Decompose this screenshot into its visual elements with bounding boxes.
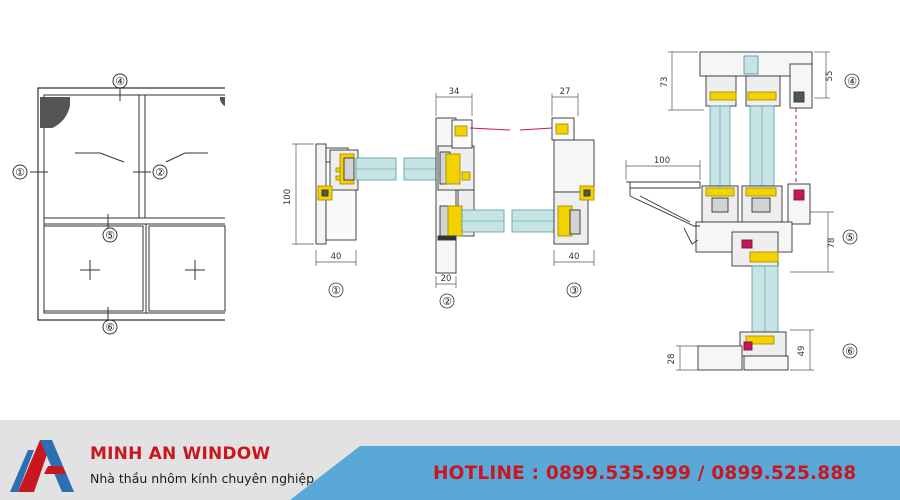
dim-20: 20 (441, 274, 452, 284)
vertical-section: 73 55 100 78 28 49 ④ ⑤ ⑥ (625, 51, 860, 371)
banner-blue-band (290, 446, 900, 500)
section-label-1: ① (331, 284, 341, 297)
section-mark-6: ⑥ (845, 345, 855, 358)
company-banner (0, 420, 900, 500)
glass-pane-lower (461, 209, 555, 233)
dim-100-horizontal: 100 (654, 156, 670, 166)
dim-55: 55 (825, 71, 835, 82)
dim-28: 28 (667, 354, 677, 365)
section-label-2: ② (442, 295, 452, 308)
dim-40-right: 40 (569, 252, 580, 262)
elevation-mark-6: ⑥ (105, 321, 115, 334)
dim-27: 27 (560, 87, 571, 97)
window-section-diagram: ④ ① ② ⑤ ⑥ (12, 51, 860, 371)
brand-name: MINH AN WINDOW (90, 444, 271, 464)
section-mark-5: ⑤ (845, 231, 855, 244)
elevation-mark-2: ② (155, 166, 165, 179)
hotline-text: HOTLINE : 0899.535.999 / 0899.525.888 (433, 463, 857, 484)
section-2-profile (435, 117, 475, 274)
section-mark-4: ④ (847, 75, 857, 88)
glass-pane-upper (355, 157, 439, 181)
dim-34: 34 (449, 87, 460, 97)
section-label-3: ③ (569, 284, 579, 297)
company-logo (10, 440, 74, 492)
glass-upper-vertical (709, 105, 797, 187)
dim-40-left: 40 (331, 252, 342, 262)
horizontal-sections: 34 27 100 40 20 40 ① ② ③ (283, 87, 595, 309)
elevation-mark-1: ① (15, 166, 25, 179)
elevation-mark-5: ⑤ (105, 229, 115, 242)
dim-49: 49 (797, 346, 807, 357)
dim-100: 100 (283, 189, 293, 205)
glass-lower-vertical (751, 265, 779, 333)
elevation-mark-4: ④ (115, 75, 125, 88)
section-3-profile (551, 117, 595, 245)
window-elevation (12, 73, 226, 335)
dim-78: 78 (827, 238, 837, 249)
dim-73: 73 (660, 77, 670, 88)
brand-tagline: Nhà thầu nhôm kính chuyên nghiệp (90, 471, 315, 486)
section-1-profile (315, 143, 359, 245)
